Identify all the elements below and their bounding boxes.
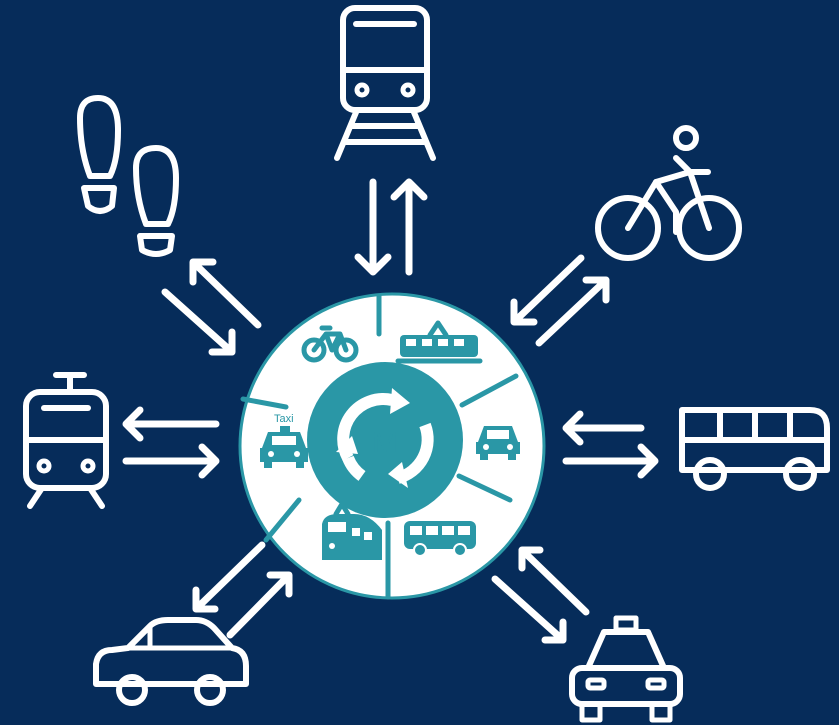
- hub-taxi-label: Taxi: [274, 413, 294, 425]
- walking-icon: [77, 95, 179, 257]
- hub-taxi-icon: Taxi: [260, 413, 308, 468]
- taxi-icon: [569, 615, 683, 723]
- tram-icon: [23, 372, 109, 509]
- arrows-train: [354, 178, 428, 276]
- arrows-bicycle: [510, 254, 610, 347]
- bus-icon: [679, 407, 830, 491]
- hub-dividers: [240, 293, 519, 600]
- arrows-tram: [122, 406, 220, 479]
- hub-tram-icon: [395, 320, 483, 364]
- hub-letter: M: [373, 426, 398, 459]
- hub-bicycle-icon: [301, 325, 359, 363]
- hub-core: [307, 362, 463, 518]
- rotation-arrows-icon: [336, 388, 434, 488]
- arrows-taxi: [491, 546, 590, 644]
- hub-train-icon: [322, 501, 382, 560]
- arrows-car: [192, 541, 293, 639]
- arrows-walking: [161, 258, 262, 356]
- bicycle-icon: [595, 125, 742, 261]
- train-icon: [334, 5, 436, 161]
- mobility-hub: M: [238, 292, 546, 600]
- hub-car-icon: [476, 426, 520, 460]
- hub-bus-icon: [404, 521, 476, 557]
- arrows-bus: [562, 410, 659, 479]
- car-icon: [93, 617, 249, 706]
